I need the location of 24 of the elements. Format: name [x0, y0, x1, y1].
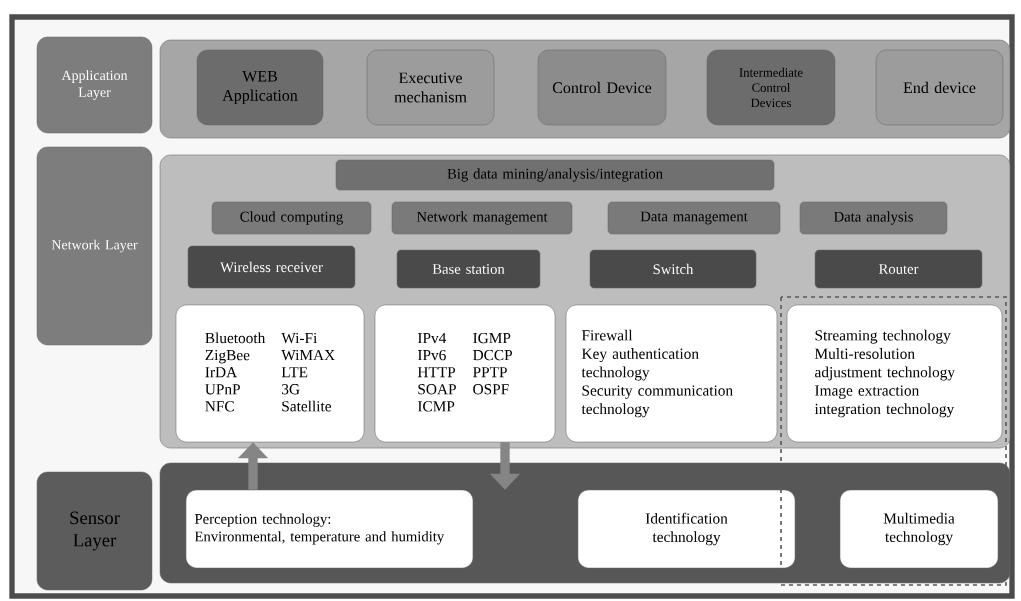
- equipment-box: Switch: [589, 249, 757, 289]
- technology-list-box: Streaming technology Multi-resolution adjustment technology Image extraction integration technology: [786, 304, 1003, 443]
- service-box: Cloud computing: [211, 201, 372, 235]
- device-box: Executive mechanism: [366, 49, 495, 126]
- equipment-box: Wireless receiver: [187, 245, 356, 289]
- equipment-box: Router: [814, 249, 983, 289]
- device-box: Intermediate Control Devices: [706, 49, 836, 126]
- technology-box: Identification technology: [577, 489, 796, 569]
- service-box: Data analysis: [799, 201, 948, 235]
- layer-label: Sensor Layer: [36, 471, 153, 591]
- protocol-list-box: IPv4 IGMP IPv6 DCCP HTTP PPTP SOAP OSPF ICMP: [374, 304, 556, 443]
- equipment-box: Base station: [396, 249, 541, 289]
- device-box: WEB Application: [196, 49, 324, 126]
- technology-box: Perception technology: Environmental, temperature and humidity: [185, 489, 474, 569]
- service-box: Data management: [607, 201, 781, 235]
- layer-label: Application Layer: [36, 36, 153, 134]
- technology-list-box: Firewall Key authentication technology Security communication technology: [565, 304, 778, 443]
- layer-label: Network Layer: [36, 146, 153, 346]
- device-box: Control Device: [537, 49, 667, 126]
- service-box: Network management: [391, 201, 573, 235]
- service-box: Big data mining/analysis/integration: [335, 159, 775, 191]
- technology-box: Multimedia technology: [839, 489, 999, 569]
- protocol-list-box: Bluetooth Wi-Fi ZigBee WiMAX IrDA LTE UPnP 3G NFC Satellite: [175, 304, 365, 443]
- device-box: End device: [875, 49, 1004, 126]
